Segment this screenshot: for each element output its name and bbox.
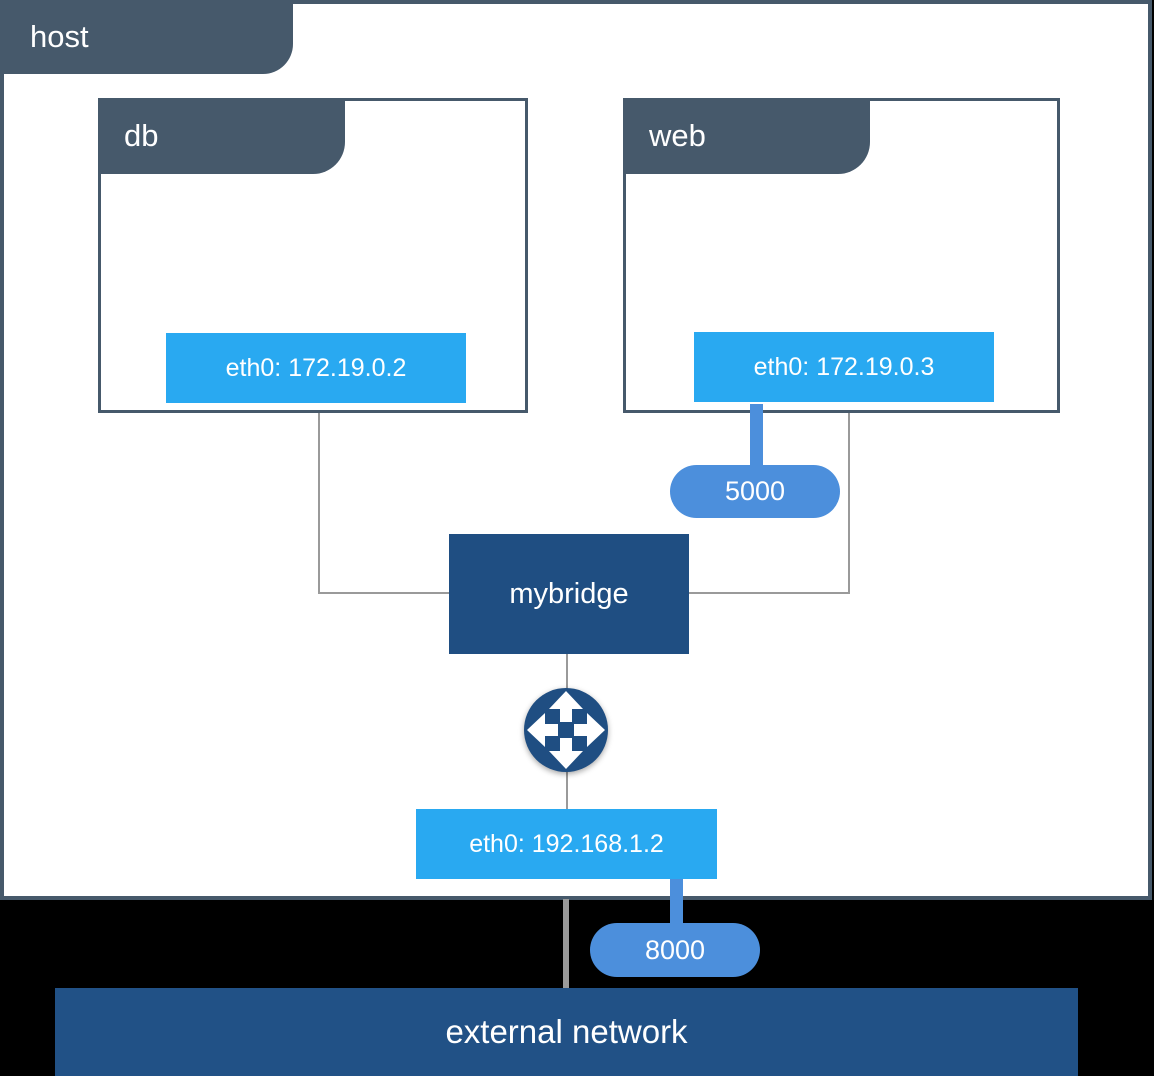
db-interface-label: eth0: 172.19.0.2: [166, 333, 466, 403]
host-tab: host: [0, 0, 293, 74]
container-tab-web: web: [623, 98, 870, 174]
connector-eth0-to-external: [563, 899, 569, 988]
connector-db-horizontal: [318, 592, 449, 594]
web-interface-label: eth0: 172.19.0.3: [694, 332, 994, 402]
container-label-db: db: [124, 118, 159, 153]
external-network-bar: external network: [55, 988, 1078, 1076]
host-label: host: [30, 19, 89, 54]
external-network-label: external network: [445, 1013, 688, 1050]
connector-web-horizontal: [689, 592, 850, 594]
bridge-box: mybridge: [449, 534, 689, 654]
container-label-web: web: [649, 118, 706, 153]
bridge-label: mybridge: [509, 577, 629, 610]
container-box-db: db eth0: 172.19.0.2: [98, 98, 528, 413]
port-5000-connector: [750, 404, 763, 467]
connector-db-vertical: [318, 413, 320, 593]
router-icon: [524, 688, 608, 772]
port-5000-pill: 5000: [670, 465, 840, 518]
port-8000-connector: [670, 877, 683, 925]
container-box-web: web eth0: 172.19.0.3: [623, 98, 1060, 413]
container-tab-db: db: [98, 98, 345, 174]
connector-web-vertical: [848, 413, 850, 594]
port-8000-pill: 8000: [590, 923, 760, 977]
host-interface-label: eth0: 192.168.1.2: [416, 809, 717, 879]
